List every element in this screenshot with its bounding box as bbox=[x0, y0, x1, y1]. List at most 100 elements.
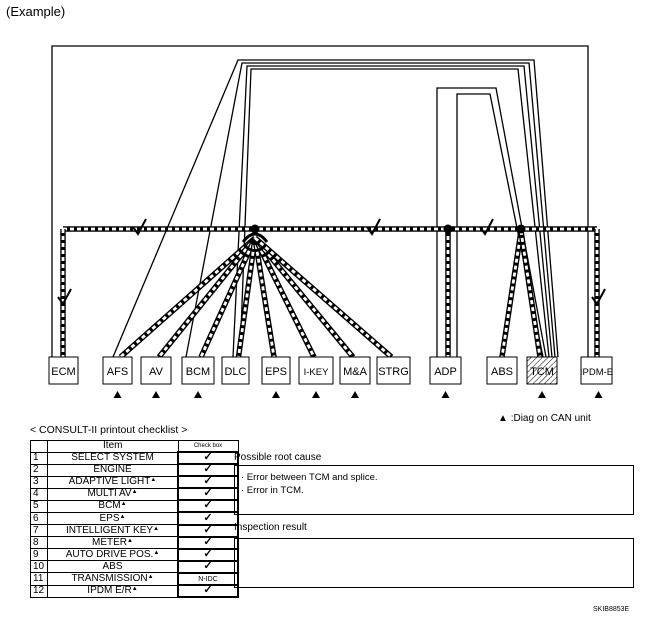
checkmark-icon: ✓ bbox=[203, 463, 213, 476]
table-row: 6 EPS▲ ✓ bbox=[30, 511, 239, 526]
row-number: 12 bbox=[30, 584, 48, 598]
bcm-wire bbox=[185, 62, 556, 358]
row-item-label: IPDM E/R bbox=[87, 585, 132, 597]
row-item: ABS bbox=[47, 560, 179, 574]
row-checkbox[interactable]: ✓ bbox=[177, 475, 239, 490]
adp-wire-2 bbox=[456, 93, 544, 358]
unit-box-strg[interactable]: STRG bbox=[376, 356, 411, 385]
unit-box-bcm[interactable]: BCM bbox=[181, 356, 215, 385]
unit-label: BCM bbox=[186, 366, 210, 378]
row-checkbox[interactable]: ✓ bbox=[177, 547, 239, 562]
unit-boxes: ECM AFS AV BCM DLC EPS I-KEY M&A STRG ADP ABS TCM IP… bbox=[48, 356, 613, 385]
root-cause-line: · Error between TCM and splice. bbox=[241, 472, 378, 483]
row-checkbox[interactable]: ✓ bbox=[177, 559, 239, 574]
legend: ▲ :Diag on CAN unit bbox=[498, 413, 591, 424]
row-item-label: TRANSMISSION bbox=[71, 572, 148, 584]
checkmark-icon: ✓ bbox=[203, 487, 213, 500]
checkmark-icon: ✓ bbox=[203, 523, 213, 536]
row-checkbox[interactable]: ✓ bbox=[177, 511, 239, 526]
diag-triangle-icon: ▲ bbox=[131, 586, 138, 593]
unit-box-ecm[interactable]: ECM bbox=[48, 356, 79, 385]
checkmark-icon: ✓ bbox=[203, 511, 213, 524]
unit-box-abs[interactable]: ABS bbox=[486, 356, 518, 385]
row-checkbox[interactable]: N-IDC bbox=[177, 571, 239, 587]
root-cause-title: Possible root cause bbox=[234, 452, 322, 463]
diag-triangle-icon: ▲ bbox=[150, 477, 157, 484]
root-cause-box: · Error between TCM and splice. · Error … bbox=[234, 465, 634, 515]
unit-label: TCM bbox=[530, 366, 554, 378]
row-checkbox[interactable]: ✓ bbox=[177, 523, 239, 538]
checkmark-icon bbox=[132, 218, 147, 236]
can-branch-i-key bbox=[252, 236, 317, 359]
diag-triangle-icon bbox=[351, 391, 359, 398]
row-number: 6 bbox=[30, 511, 48, 526]
unit-box-dlc[interactable]: DLC bbox=[221, 356, 250, 385]
row-checkbox[interactable]: ✓ bbox=[177, 463, 239, 478]
row-item: METER▲ bbox=[47, 536, 179, 550]
unit-box-ipdm-e[interactable]: IPDM-E bbox=[580, 356, 613, 385]
unit-label: IPDM-E bbox=[580, 367, 613, 378]
row-checkbox[interactable]: ✓ bbox=[177, 487, 239, 502]
row-checkbox[interactable]: ✓ bbox=[177, 450, 239, 466]
can-diagram: ECM AFS AV BCM DLC EPS I-KEY M&A STRG ADP ABS TCM IP… bbox=[48, 45, 613, 398]
row-item: INTELLIGENT KEY▲ bbox=[47, 524, 179, 538]
can-bus-lines bbox=[60, 226, 600, 360]
row-number: 7 bbox=[30, 524, 48, 538]
unit-label: M&A bbox=[343, 366, 368, 378]
adp-wire bbox=[436, 87, 547, 358]
diag-triangle-icon: ▲ bbox=[119, 513, 126, 520]
row-item-label: INTELLIGENT KEY bbox=[65, 524, 154, 536]
unit-label: ADP bbox=[434, 366, 457, 378]
row-checkbox[interactable]: ✓ bbox=[177, 584, 239, 599]
row-item: BCM▲ bbox=[47, 499, 179, 513]
can-branch-bcm bbox=[198, 236, 258, 359]
can-branch-abs bbox=[499, 230, 524, 358]
diag-triangle-icon: ▲ bbox=[127, 537, 133, 544]
row-item: ENGINE bbox=[47, 463, 179, 477]
checkmark-icon: ✓ bbox=[203, 535, 213, 548]
checkmark-icon: ✓ bbox=[203, 499, 213, 512]
unit-box-afs[interactable]: AFS bbox=[102, 356, 133, 385]
inspection-box bbox=[234, 538, 634, 588]
diag-triangle-icon: ▲ bbox=[147, 573, 154, 580]
diag-triangle-icon bbox=[272, 391, 280, 398]
unit-label: ABS bbox=[491, 366, 513, 378]
row-item-label: ENGINE bbox=[93, 464, 132, 476]
wiring bbox=[51, 45, 589, 358]
root-cause-line: · Error in TCM. bbox=[241, 485, 304, 496]
eps-wire bbox=[239, 68, 550, 358]
row-item-label: AUTO DRIVE POS. bbox=[65, 548, 154, 560]
can-branch-strg bbox=[253, 235, 394, 360]
unit-box-adp[interactable]: ADP bbox=[429, 356, 462, 385]
row-item: IPDM E/R▲ bbox=[47, 584, 179, 598]
checkmark-icon bbox=[366, 218, 381, 236]
checkmark-icon: ✓ bbox=[203, 559, 213, 572]
row-checkbox[interactable]: ✓ bbox=[177, 535, 239, 550]
unit-box-eps[interactable]: EPS bbox=[261, 356, 291, 385]
header-item: Item bbox=[47, 440, 179, 453]
checkmark-icon: ✓ bbox=[203, 584, 213, 597]
unit-label: EPS bbox=[265, 366, 287, 378]
diag-triangle-icon: ▲ bbox=[131, 489, 138, 496]
checkmark-icon: ✓ bbox=[203, 475, 213, 488]
row-item: SELECT SYSTEM bbox=[47, 451, 179, 465]
splice-arc bbox=[241, 232, 269, 243]
unit-box-m-a[interactable]: M&A bbox=[339, 356, 371, 385]
unit-box-i-key[interactable]: I-KEY bbox=[298, 356, 334, 385]
row-checkbox[interactable]: ✓ bbox=[177, 499, 239, 514]
checkmark-icon bbox=[57, 288, 72, 306]
row-number: 1 bbox=[30, 451, 48, 465]
diag-triangles bbox=[113, 391, 603, 398]
row-number: 9 bbox=[30, 548, 48, 562]
row-item-label: EPS bbox=[99, 512, 120, 524]
diag-triangle-icon bbox=[113, 391, 122, 398]
unit-label: AV bbox=[149, 366, 164, 378]
inspection-title: Inspection result bbox=[234, 522, 307, 533]
unit-box-av[interactable]: AV bbox=[140, 356, 172, 385]
unit-box-tcm[interactable]: TCM bbox=[526, 356, 558, 385]
diag-triangle-icon bbox=[152, 391, 160, 398]
